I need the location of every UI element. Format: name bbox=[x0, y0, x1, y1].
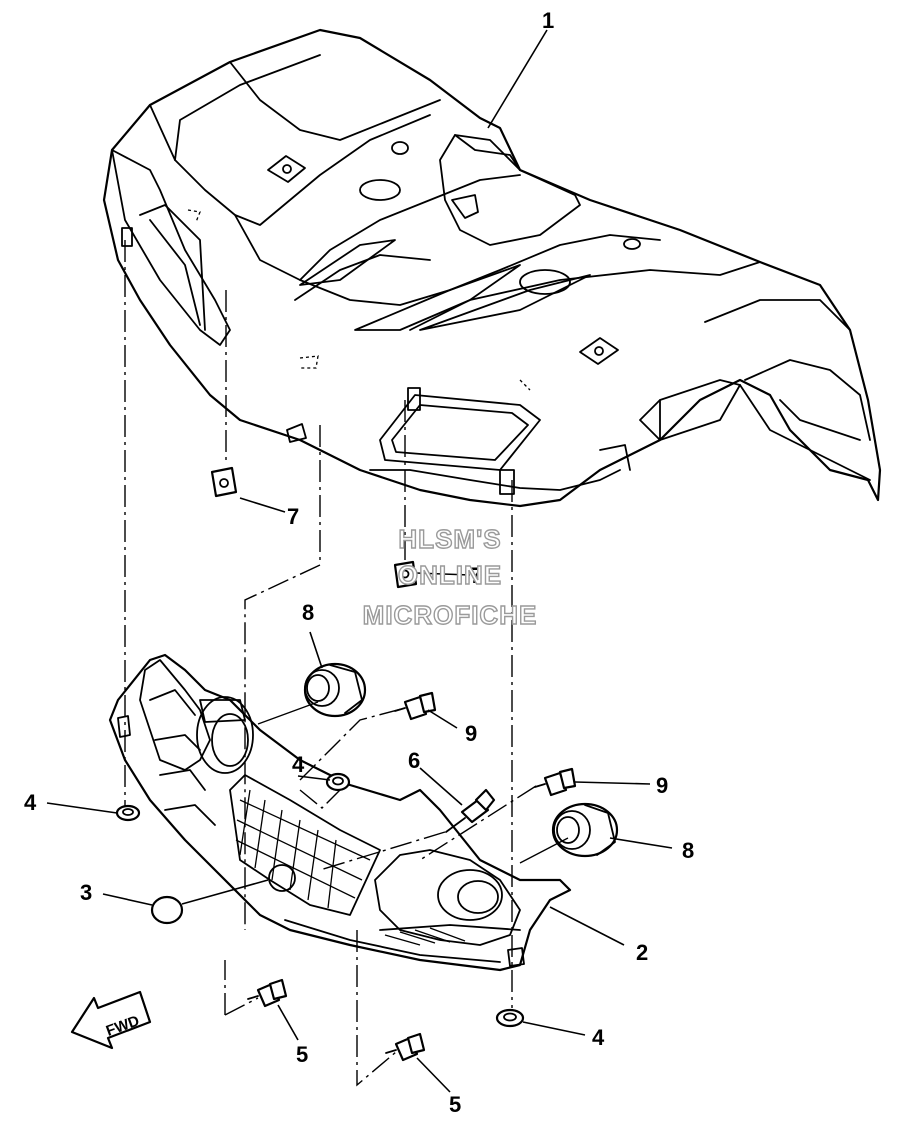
callout-leaders bbox=[46, 29, 673, 1093]
callout-4-center: 4 bbox=[292, 752, 305, 777]
callout-4-left: 4 bbox=[24, 790, 37, 815]
watermark-line-1: HLSM'S bbox=[398, 524, 501, 554]
callout-labels: 1 2 3 4 4 4 5 5 6 7 7 8 8 9 9 bbox=[24, 8, 694, 1117]
clip-part-7-upper bbox=[210, 466, 238, 498]
front-fender-part bbox=[102, 28, 882, 508]
bolt-part-9-lower bbox=[534, 767, 577, 797]
cap-part-3 bbox=[150, 895, 184, 925]
callout-3: 3 bbox=[80, 880, 92, 905]
callout-2: 2 bbox=[636, 940, 648, 965]
grommet-part-8-upper bbox=[303, 662, 367, 718]
rivet-part-6 bbox=[445, 788, 496, 833]
callout-8-upper: 8 bbox=[302, 600, 314, 625]
callout-8-lower: 8 bbox=[682, 838, 694, 863]
callout-7-lower: 7 bbox=[470, 563, 482, 588]
callout-5-right: 5 bbox=[449, 1092, 461, 1117]
clip-part-7-lower bbox=[393, 560, 418, 589]
grommet-part-8-lower bbox=[551, 802, 619, 858]
callout-1: 1 bbox=[542, 8, 554, 33]
front-guard-part bbox=[108, 653, 572, 972]
callout-7-upper: 7 bbox=[287, 504, 299, 529]
callout-4-right: 4 bbox=[592, 1025, 605, 1050]
callout-9-lower: 9 bbox=[656, 773, 668, 798]
watermark: HLSM'S ONLINE MICROFICHE bbox=[362, 523, 538, 630]
forward-direction-arrow: FWD bbox=[70, 990, 152, 1050]
grommet-part-4-center bbox=[325, 772, 351, 792]
bolt-part-5-left bbox=[247, 978, 288, 1008]
callout-6: 6 bbox=[408, 748, 420, 773]
grommet-part-4-left bbox=[115, 804, 141, 822]
watermark-line-2: ONLINE bbox=[398, 560, 502, 590]
bolt-part-5-right bbox=[385, 1032, 426, 1062]
callout-5-left: 5 bbox=[296, 1042, 308, 1067]
grommet-part-4-right bbox=[495, 1008, 525, 1028]
bolt-part-9-upper bbox=[394, 691, 437, 721]
watermark-line-3: MICROFICHE bbox=[363, 600, 538, 630]
assembly-lines bbox=[124, 240, 569, 1087]
callout-9-upper: 9 bbox=[465, 721, 477, 746]
